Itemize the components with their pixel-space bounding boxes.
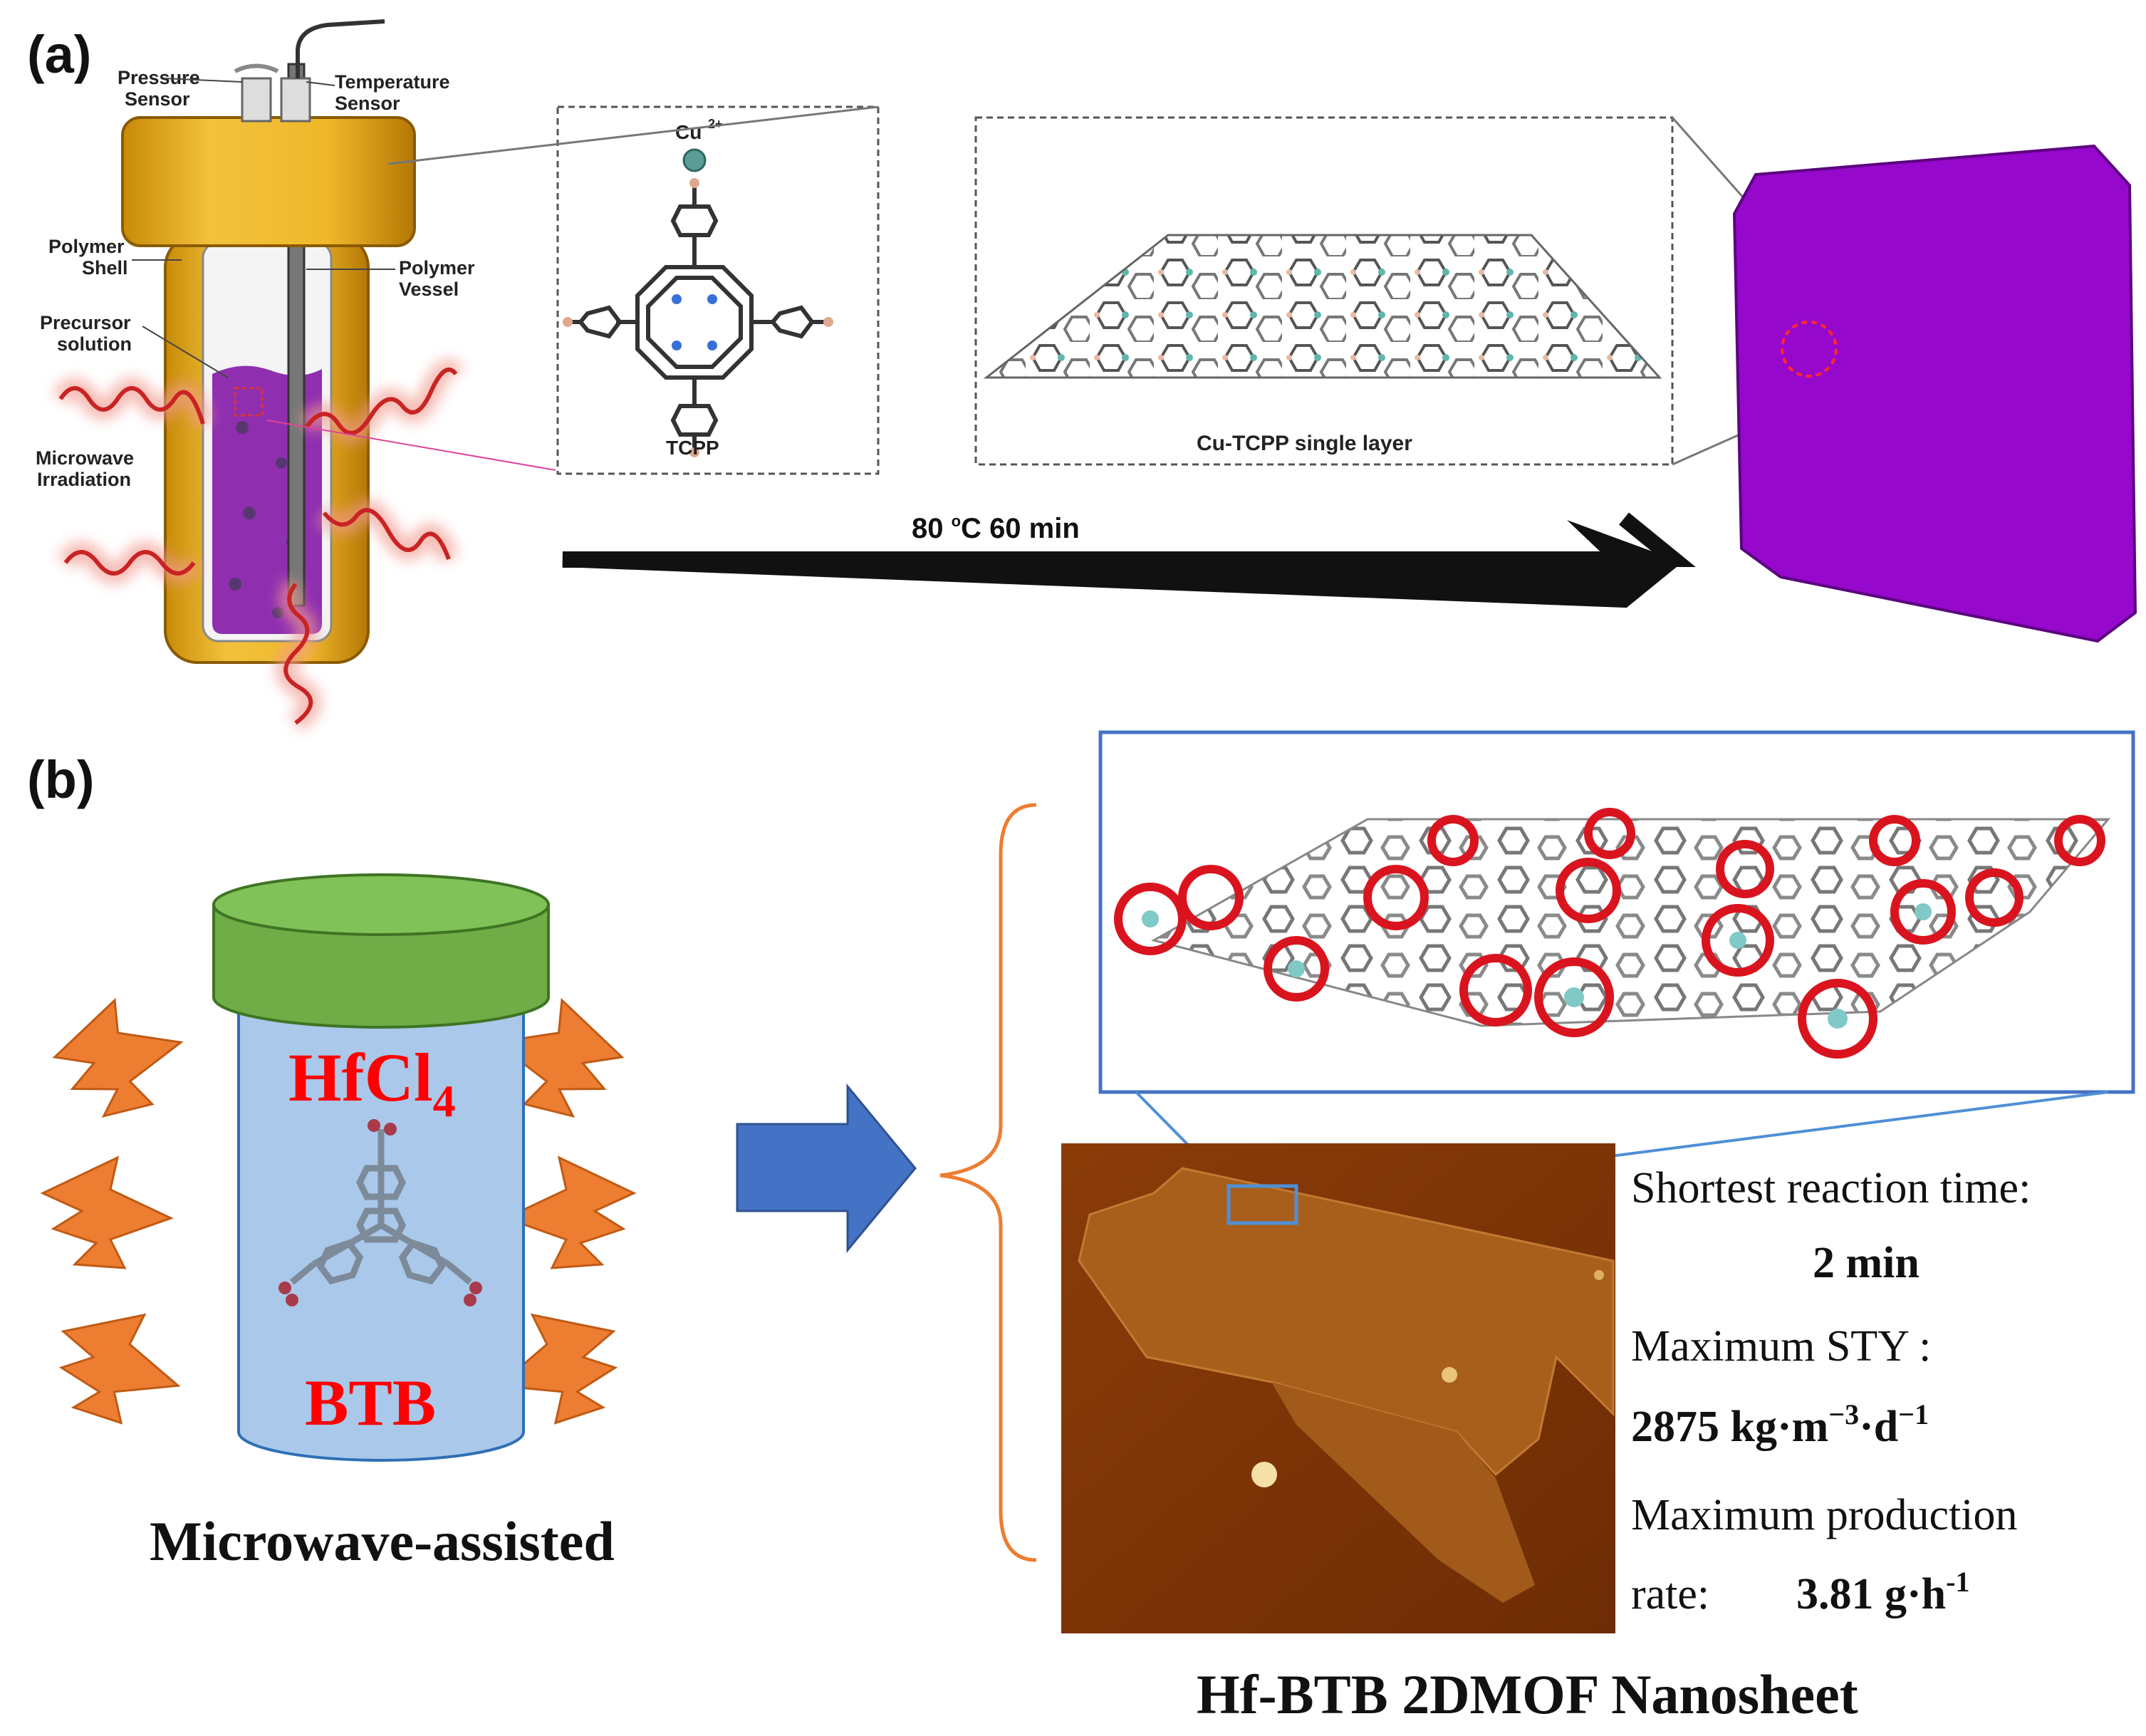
stat-production-value: 3.81 g·h-1 [1796, 1566, 1970, 1618]
svg-text:Sensor: Sensor [335, 93, 400, 114]
panel-a-label: (a) [27, 25, 91, 84]
svg-text:Shell: Shell [82, 257, 128, 279]
tcpp-inset: Cu 2+ TCPP [556, 105, 880, 475]
svg-text:Irradiation: Irradiation [37, 469, 131, 490]
cu-charge: 2+ [708, 117, 723, 131]
reaction-arrow [562, 512, 1696, 608]
performance-stats: Shortest reaction time: 2 min Maximum ST… [1631, 1164, 2031, 1618]
svg-text:solution: solution [57, 333, 132, 355]
reagent-hfcl4: HfCl4 [288, 1039, 456, 1126]
label-polymer-shell: Polymer [48, 236, 125, 257]
tcpp-label: TCPP [666, 437, 719, 459]
microwave-reactor [121, 19, 416, 664]
svg-text:Vessel: Vessel [399, 279, 459, 300]
afm-image [1061, 1143, 1615, 1633]
stat-production-label: Maximum production [1631, 1491, 2017, 1539]
hf-btb-structure-inset [1098, 730, 2135, 1094]
cu-tcpp-nanosheet [1732, 144, 2137, 643]
microwave-waves [51, 359, 464, 732]
layer-label: Cu-TCPP single layer [1197, 432, 1412, 455]
cu-tcpp-layer-inset: Cu-TCPP single layer [974, 116, 1674, 466]
stat-production-label-2: rate: [1631, 1570, 1709, 1618]
label-polymer-vessel: Polymer [399, 257, 475, 279]
stat-sty-label: Maximum STY : [1631, 1322, 1931, 1371]
reactor-leader-lines [132, 78, 556, 471]
stat-sty-value: 2875 kg·m−3·d−1 [1631, 1398, 1929, 1451]
reaction-vial: HfCl4 BTB [212, 873, 550, 1462]
svg-text:Sensor: Sensor [125, 88, 190, 110]
stat-shortest-time-value: 2 min [1813, 1239, 1920, 1287]
label-precursor-solution: Precursor [40, 312, 131, 333]
product-label: Hf-BTB 2DMOF Nanosheet [1197, 1663, 1858, 1725]
stat-shortest-time-label: Shortest reaction time: [1631, 1164, 2031, 1212]
process-arrow [736, 1083, 917, 1254]
reactor-labels: Pressure Sensor Temperature Sensor Polym… [36, 67, 475, 490]
label-pressure-sensor: Pressure [118, 67, 200, 88]
method-label: Microwave-assisted [150, 1510, 615, 1572]
reagent-btb: BTB [305, 1366, 436, 1439]
reaction-condition: 80 oC 60 min [912, 512, 1080, 544]
cu-ion-label: Cu [675, 121, 702, 143]
panel-b-label: (b) [27, 750, 95, 809]
label-microwave-irradiation: Microwave [36, 447, 134, 469]
label-temperature-sensor: Temperature [335, 71, 450, 93]
lightning-bolts [40, 997, 637, 1425]
orange-brace [939, 803, 1037, 1562]
